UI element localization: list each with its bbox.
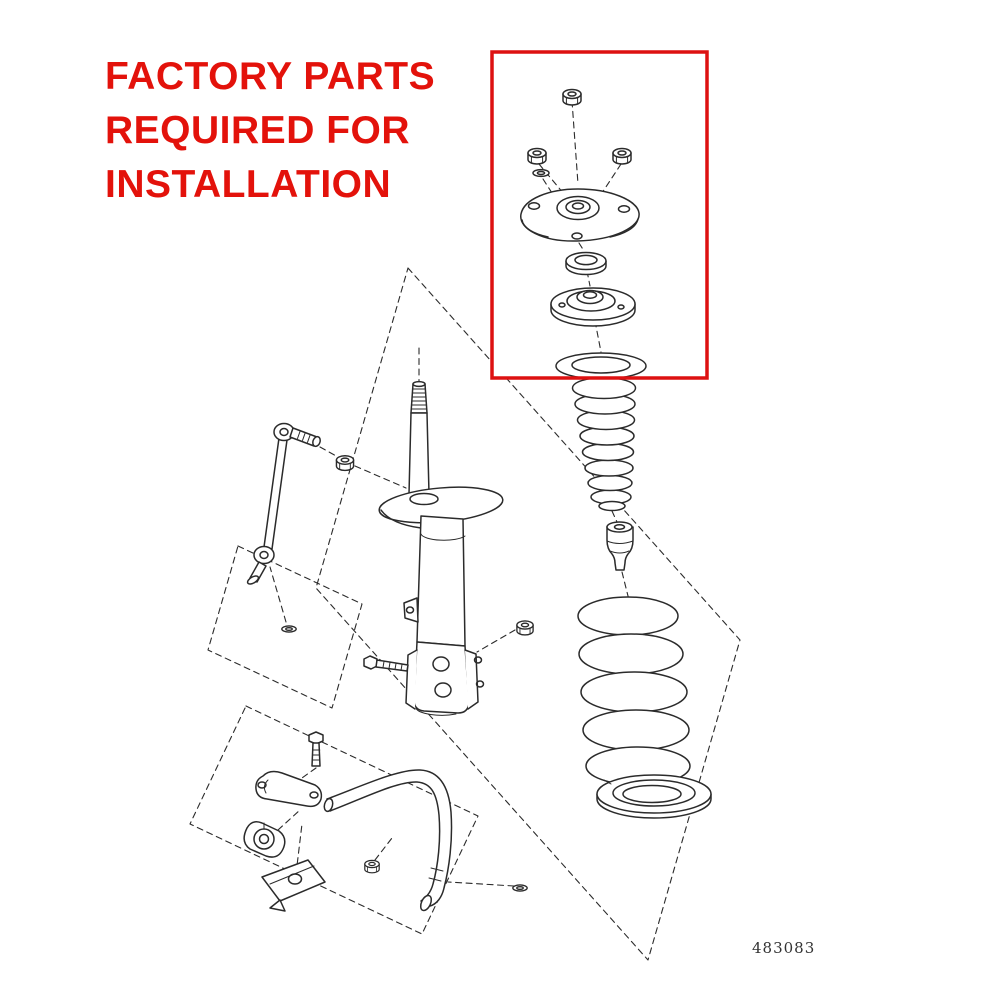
bracket-nut [516,620,534,636]
stabilizer-bar [323,769,453,912]
link-washer [281,625,297,633]
highlight-box [490,50,709,380]
title-line-3: INSTALLATION [105,162,392,206]
page-title: FACTORY PARTS REQUIRED FOR INSTALLATION [105,50,435,211]
mount-nut-right [612,147,632,165]
bar-bushing [243,821,286,858]
bar-clamp-bracket [255,770,323,808]
strut-support-mount [520,188,640,242]
support-bearing [565,251,607,276]
stabilizer-link [246,422,321,585]
flange-nut [335,455,355,472]
dust-cover [555,352,647,512]
part-number: 483083 [752,939,815,957]
end-washer [512,884,528,892]
upper-spring-seat [550,287,636,327]
title-line-1: FACTORY PARTS [105,55,436,98]
coil-spring [577,596,691,786]
bump-stopper [606,521,634,571]
title-line-2: REQUIRED FOR [105,108,411,152]
bar-nut [364,859,380,874]
bracket-bolt [363,655,409,672]
lock-nut [562,88,582,106]
lower-spring-insulator [596,774,712,819]
small-washer [532,168,550,178]
strut-shock-absorber [378,380,504,716]
clamp-bolt [308,731,324,767]
bracket-plate [261,859,326,912]
mount-nut-left [527,147,547,165]
